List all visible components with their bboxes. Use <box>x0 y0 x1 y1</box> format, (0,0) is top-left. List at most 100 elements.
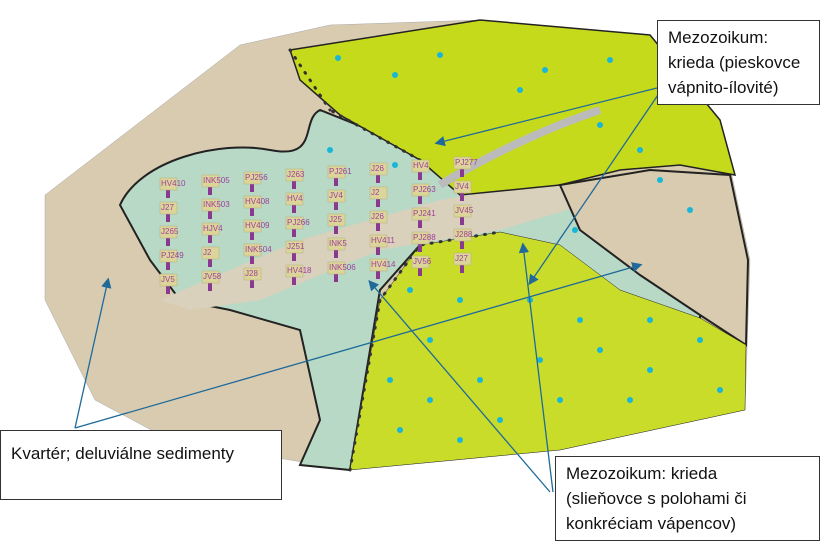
borehole-label: PJ288 <box>413 233 436 242</box>
borehole[interactable]: J28 <box>243 267 262 288</box>
borehole[interactable]: PJ241 <box>411 207 436 228</box>
borehole-casing <box>418 266 422 276</box>
borehole-casing <box>460 191 464 201</box>
borehole-casing <box>376 173 380 183</box>
borehole-label: PJ256 <box>245 173 268 182</box>
borehole[interactable]: PJ263 <box>411 183 436 204</box>
borehole[interactable]: INK506 <box>327 261 356 282</box>
sample-point <box>647 317 653 323</box>
borehole[interactable]: J263 <box>285 168 305 189</box>
borehole[interactable]: J2 <box>201 246 220 267</box>
borehole-label: PJ266 <box>287 218 310 227</box>
borehole[interactable]: J25 <box>327 213 346 234</box>
borehole-label: JV56 <box>413 257 432 266</box>
borehole-marker <box>327 189 346 203</box>
borehole-marker <box>411 207 430 221</box>
borehole-casing <box>292 203 296 213</box>
borehole-label: J28 <box>245 269 258 278</box>
borehole[interactable]: HJV4 <box>201 222 223 243</box>
borehole[interactable]: J288 <box>453 228 473 249</box>
sample-point <box>497 417 503 423</box>
borehole[interactable]: HV414 <box>369 258 396 279</box>
borehole-marker <box>201 270 220 284</box>
borehole-casing <box>292 251 296 261</box>
borehole-casing <box>334 224 338 234</box>
borehole[interactable]: PJ277 <box>453 156 478 177</box>
borehole[interactable]: PJ266 <box>285 216 310 237</box>
borehole[interactable]: JV56 <box>411 255 432 276</box>
sample-point <box>335 55 341 61</box>
callout-line: konkréciam vápencov) <box>566 514 737 533</box>
borehole-casing <box>418 170 422 180</box>
borehole-marker <box>453 252 472 266</box>
borehole[interactable]: J251 <box>285 240 305 261</box>
borehole[interactable]: J26 <box>369 162 388 183</box>
callout-cretaceous-marl: Mezozoikum: krieda (slieňovce s polohami… <box>555 456 820 541</box>
borehole-marker <box>285 240 304 254</box>
borehole[interactable]: JV5 <box>159 273 178 294</box>
borehole-label: JV4 <box>329 191 343 200</box>
borehole[interactable]: J27 <box>453 252 472 273</box>
borehole[interactable]: JV58 <box>201 270 222 291</box>
borehole-label: J27 <box>455 254 468 263</box>
arrow <box>528 91 661 286</box>
borehole[interactable]: HV409 <box>243 219 270 240</box>
borehole[interactable]: PJ261 <box>327 165 352 186</box>
borehole-casing <box>376 197 380 207</box>
borehole[interactable]: HV411 <box>369 234 395 255</box>
borehole-casing <box>334 176 338 186</box>
borehole[interactable]: JV4 <box>453 180 472 201</box>
borehole-marker <box>453 228 472 242</box>
borehole-casing <box>250 230 254 240</box>
borehole[interactable]: J27 <box>159 201 178 222</box>
borehole[interactable]: INK505 <box>201 174 230 195</box>
borehole-marker <box>243 267 262 281</box>
borehole[interactable]: J2 <box>369 186 388 207</box>
borehole-label: J25 <box>329 215 342 224</box>
sample-point <box>427 397 433 403</box>
borehole-marker <box>159 225 178 239</box>
borehole[interactable]: PJ249 <box>159 249 184 270</box>
borehole-casing <box>418 242 422 252</box>
arrow <box>434 87 658 147</box>
borehole-marker <box>243 195 262 209</box>
borehole-label: HV408 <box>245 197 270 206</box>
borehole[interactable]: HV4 <box>285 192 304 213</box>
borehole-label: INK504 <box>245 245 272 254</box>
borehole[interactable]: HV410 <box>159 177 186 198</box>
borehole-marker <box>327 237 346 251</box>
borehole-marker <box>327 213 346 227</box>
borehole-label: J263 <box>287 170 305 179</box>
callout-quaternary: Kvartér; deluviálne sedimenty <box>0 430 282 500</box>
borehole-label: HV4 <box>287 194 303 203</box>
borehole-casing <box>208 209 212 219</box>
borehole[interactable]: INK5 <box>327 237 347 258</box>
borehole[interactable]: INK503 <box>201 198 230 219</box>
borehole[interactable]: J265 <box>159 225 179 246</box>
borehole[interactable]: HV4 <box>411 159 430 180</box>
borehole-label: INK505 <box>203 176 230 185</box>
sample-point <box>437 52 443 58</box>
borehole-marker <box>285 192 304 206</box>
borehole-casing <box>208 281 212 291</box>
borehole[interactable]: PJ256 <box>243 171 268 192</box>
borehole-marker <box>243 171 262 185</box>
borehole-marker <box>201 222 220 236</box>
borehole[interactable]: JV45 <box>453 204 474 225</box>
sample-point <box>537 357 543 363</box>
borehole[interactable]: J26 <box>369 210 388 231</box>
borehole-label: J27 <box>161 203 174 212</box>
borehole-casing <box>460 215 464 225</box>
borehole-marker <box>369 234 388 248</box>
borehole-casing <box>166 212 170 222</box>
borehole[interactable]: HV408 <box>243 195 270 216</box>
borehole[interactable]: INK504 <box>243 243 272 264</box>
sample-point <box>717 387 723 393</box>
borehole[interactable]: JV4 <box>327 189 346 210</box>
borehole[interactable]: HV418 <box>285 264 312 285</box>
borehole[interactable]: PJ288 <box>411 231 436 252</box>
arrow <box>518 242 554 493</box>
